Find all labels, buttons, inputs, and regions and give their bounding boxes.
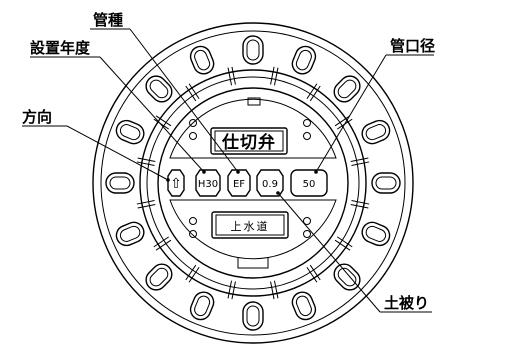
rim-rib — [350, 157, 370, 166]
utility-text: 上水道 — [231, 219, 270, 233]
year-plate: H30 — [195, 169, 221, 197]
rim-slot — [333, 75, 361, 103]
depth-text: 0.9 — [262, 179, 278, 190]
rim-rib-ring — [136, 66, 370, 300]
rim-slot — [361, 119, 391, 145]
rim-rib — [334, 236, 353, 251]
title-text: 仕切弁 — [221, 132, 276, 153]
rim-slot — [291, 291, 317, 321]
rim-rib — [270, 66, 279, 86]
rim-slot — [361, 221, 391, 247]
diameter-plate: 50 — [290, 169, 328, 197]
rim-rib — [227, 66, 236, 86]
rim-rib — [136, 157, 156, 166]
rim-rib — [153, 236, 172, 251]
rim-rib — [350, 200, 370, 209]
diameter-text: 50 — [303, 179, 316, 190]
rim-rib — [185, 264, 200, 283]
label-cover-depth: 土被り — [384, 294, 429, 312]
rim-slot — [371, 172, 401, 194]
rim-slot-ring — [105, 35, 401, 331]
leader-lines — [22, 28, 434, 313]
pipe-code-plate: EF — [227, 169, 251, 197]
rim-rib — [270, 280, 279, 300]
rim-slot — [105, 172, 135, 194]
rim-rib — [306, 83, 321, 102]
rim-rib — [185, 83, 200, 102]
rim-slot — [189, 291, 215, 321]
rim-slot — [115, 119, 145, 145]
direction-arrow-icon: ⇧ — [170, 176, 182, 192]
rim-rib — [136, 200, 156, 209]
cover-outer-frame — [92, 22, 414, 344]
label-direction: 方向 — [22, 108, 52, 126]
rim-slot — [242, 301, 264, 331]
rim-slot — [242, 35, 264, 65]
utility-plate: 上水道 — [211, 211, 289, 239]
pipe-code-text: EF — [233, 179, 245, 190]
title-plate: 仕切弁 — [210, 127, 288, 155]
rim-slot — [145, 263, 173, 291]
rim-slot — [145, 75, 173, 103]
rim-slot — [333, 263, 361, 291]
label-pipe-type: 管種 — [93, 11, 123, 29]
rim-rib — [227, 280, 236, 300]
rim-slot — [115, 221, 145, 247]
rim-slot — [291, 45, 317, 75]
year-text: H30 — [198, 179, 218, 190]
rim-slot — [189, 45, 215, 75]
label-pipe-diameter: 管口径 — [390, 37, 435, 55]
cover-inner-face — [169, 97, 337, 269]
rim-rib — [306, 264, 321, 283]
depth-plate: 0.9 — [256, 169, 284, 197]
label-install-year: 設置年度 — [30, 39, 91, 57]
direction-plate: ⇧ — [167, 169, 185, 197]
